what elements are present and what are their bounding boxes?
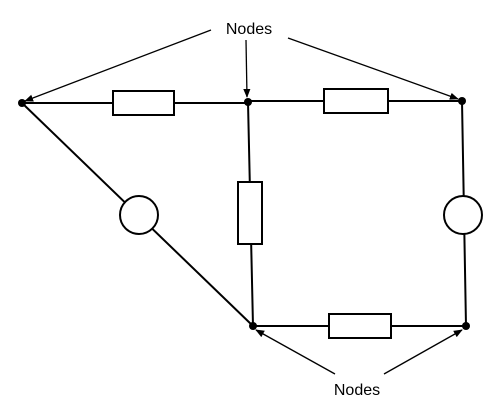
top-arrows: [24, 29, 459, 102]
label-nodes-bottom: Nodes: [334, 382, 380, 399]
arrow-to-node-bottom-right: [383, 329, 463, 375]
label-nodes-top: Nodes: [226, 21, 272, 38]
source-diagonal: [119, 195, 159, 235]
resistor-bottom: [328, 313, 392, 339]
resistor-top-right: [323, 88, 389, 114]
sources: [119, 195, 483, 235]
nodes: [18, 97, 470, 330]
node-bottom-middle: [249, 322, 257, 330]
node-bottom-right: [462, 322, 470, 330]
resistors: [112, 88, 392, 339]
source-right: [443, 195, 483, 235]
bottom-arrows: [255, 329, 463, 375]
node-top-middle: [244, 98, 252, 106]
arrow-to-node-top-right: [287, 37, 459, 100]
node-top-right: [458, 97, 466, 105]
arrow-to-node-bottom-middle: [255, 329, 336, 375]
arrow-to-node-top-middle: [243, 39, 251, 98]
resistor-middle: [237, 181, 263, 245]
resistor-top-left: [112, 90, 175, 116]
arrow-to-node-left: [24, 29, 212, 102]
node-left: [18, 99, 26, 107]
